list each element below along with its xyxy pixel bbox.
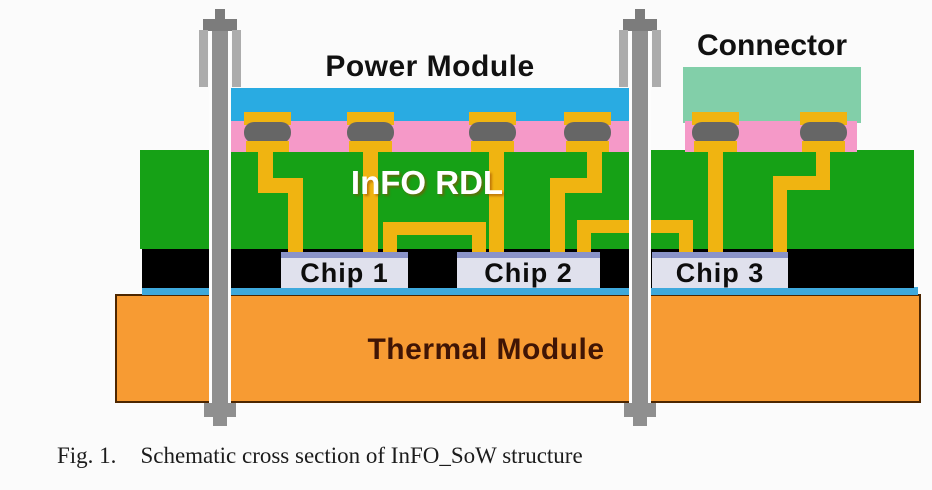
bump-bottom-pad: [471, 141, 514, 152]
bump-bottom-pad: [246, 141, 289, 152]
bump-bottom-pad: [349, 141, 392, 152]
bump-top-pad: [244, 112, 291, 125]
bolt-head-stub: [635, 9, 645, 20]
power-module-underfill: [228, 121, 629, 152]
solder-bump: [469, 122, 516, 143]
thermal-module-label: Thermal Module: [367, 333, 605, 366]
rdl-trace: [577, 220, 591, 252]
bolt-head-stub: [215, 9, 225, 20]
rdl-trace: [773, 176, 787, 252]
solder-bump: [692, 122, 739, 143]
info-rdl-label: InFO RDL: [350, 164, 504, 201]
rdl-trace: [550, 178, 565, 252]
bump-top-pad: [692, 112, 739, 125]
power-module-board: [230, 88, 629, 122]
solder-bump: [347, 122, 394, 143]
rdl-trace: [708, 142, 723, 252]
bump-bottom-pad: [566, 141, 609, 152]
solder-bump: [244, 122, 291, 143]
thermal-module-layer: [115, 294, 921, 403]
bolt-spring-left: [199, 30, 208, 87]
rdl-trace: [288, 178, 303, 252]
bolt-head-cap: [203, 19, 237, 31]
connector-label: Connector: [697, 29, 847, 62]
bolt-shaft: [629, 19, 651, 403]
bump-bottom-pad: [694, 141, 737, 152]
bolt-shaft: [209, 19, 231, 403]
bolt-spring-left: [619, 30, 628, 87]
bolt-head-cap: [623, 19, 657, 31]
bump-bottom-pad: [802, 141, 845, 152]
bump-top-pad: [564, 112, 611, 125]
rdl-trace: [383, 222, 486, 235]
solder-bump: [564, 122, 611, 143]
chip-2-label: Chip 2: [484, 257, 573, 288]
chip-1-label: Chip 1: [300, 257, 389, 288]
solder-bump: [800, 122, 847, 143]
rdl-trace: [472, 222, 486, 252]
power-module-label: Power Module: [325, 50, 535, 83]
tim-layer: [142, 287, 918, 295]
figure-caption: Fig. 1. Schematic cross section of InFO_S…: [57, 443, 917, 469]
figure-caption-text: Schematic cross section of InFO_SoW stru…: [140, 443, 583, 468]
bump-top-pad: [800, 112, 847, 125]
chip-2: Chip 2: [457, 252, 600, 288]
bolt-foot-stub: [213, 417, 227, 426]
rdl-trace: [363, 141, 378, 252]
chip-3: Chip 3: [652, 252, 788, 288]
chip-3-label: Chip 3: [675, 257, 765, 288]
bolt-spring-right: [232, 30, 241, 87]
bolt-foot: [624, 403, 656, 417]
chip-1: Chip 1: [281, 252, 408, 288]
rdl-trace: [773, 176, 830, 190]
rdl-trace: [383, 222, 397, 252]
bump-top-pad: [469, 112, 516, 125]
rdl-trace: [489, 141, 504, 252]
bolt-foot-stub: [633, 417, 647, 426]
bolt-foot: [204, 403, 236, 417]
bump-top-pad: [347, 112, 394, 125]
figure-number: Fig. 1.: [57, 443, 117, 468]
rdl-trace: [679, 220, 693, 252]
bolt-spring-right: [652, 30, 661, 87]
